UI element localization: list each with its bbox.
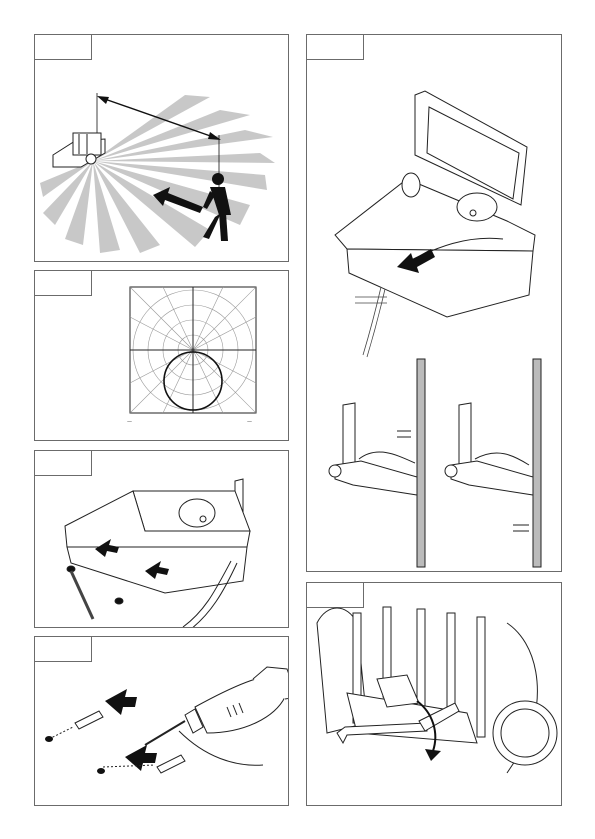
panel-drilling [34,636,289,806]
panel-cable-entry [306,34,562,572]
detection-rays [40,95,275,253]
supply-cable [355,287,387,357]
cable-entry-illustration [307,35,562,572]
tick-right: — [247,419,252,425]
wall-mount-right [445,359,541,567]
panel-mounting-holes [34,450,289,628]
polar-diagram: — — [35,271,289,441]
wall-holes [45,736,105,774]
panel-hex-key [306,582,562,806]
lamp-joint [317,607,557,773]
power-drill [145,667,289,765]
drilling-illustration [35,637,289,806]
hex-key-illustration [307,583,562,806]
detection-range-illustration [35,35,289,262]
panel-polar-diagram: — — [34,270,289,441]
wall-mount-left [329,359,425,567]
panel-detection-range [34,34,289,262]
dowels [49,711,185,773]
sensor-device [53,133,105,167]
dowel-arrows [105,689,157,771]
lamp-housing [65,479,250,628]
lamp-open [335,91,535,317]
tick-left: — [127,419,132,425]
mounting-illustration [35,451,289,628]
